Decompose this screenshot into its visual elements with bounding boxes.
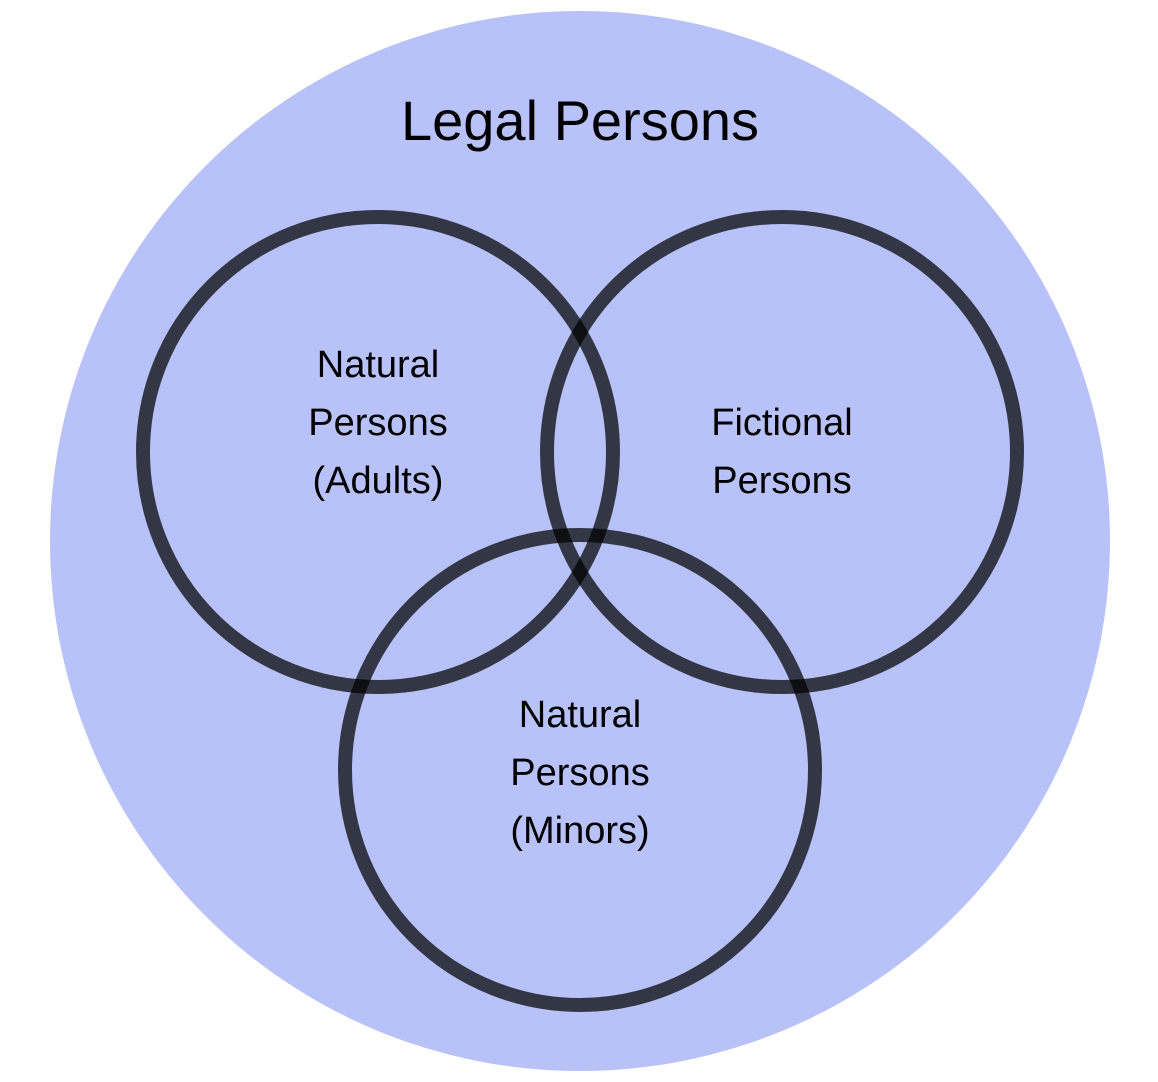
adults-circle [136, 210, 620, 694]
fictional-label-line: Fictional [711, 402, 853, 444]
adults-label-line: Natural [317, 344, 440, 386]
fictional-label-line: Persons [712, 460, 851, 502]
adults-label-line: (Adults) [313, 460, 444, 502]
minors-label-line: Natural [519, 694, 642, 736]
minors-label: Natural Persons (Minors) [510, 694, 649, 852]
fictional-circle [540, 210, 1024, 694]
legal-persons-label: Legal Persons [401, 89, 759, 152]
minors-circle [338, 528, 822, 1012]
minors-label-line: (Minors) [510, 810, 649, 852]
fictional-label: Fictional Persons [711, 402, 853, 502]
adults-label: Natural Persons (Adults) [308, 344, 447, 502]
minors-label-line: Persons [510, 752, 649, 794]
adults-label-line: Persons [308, 402, 447, 444]
